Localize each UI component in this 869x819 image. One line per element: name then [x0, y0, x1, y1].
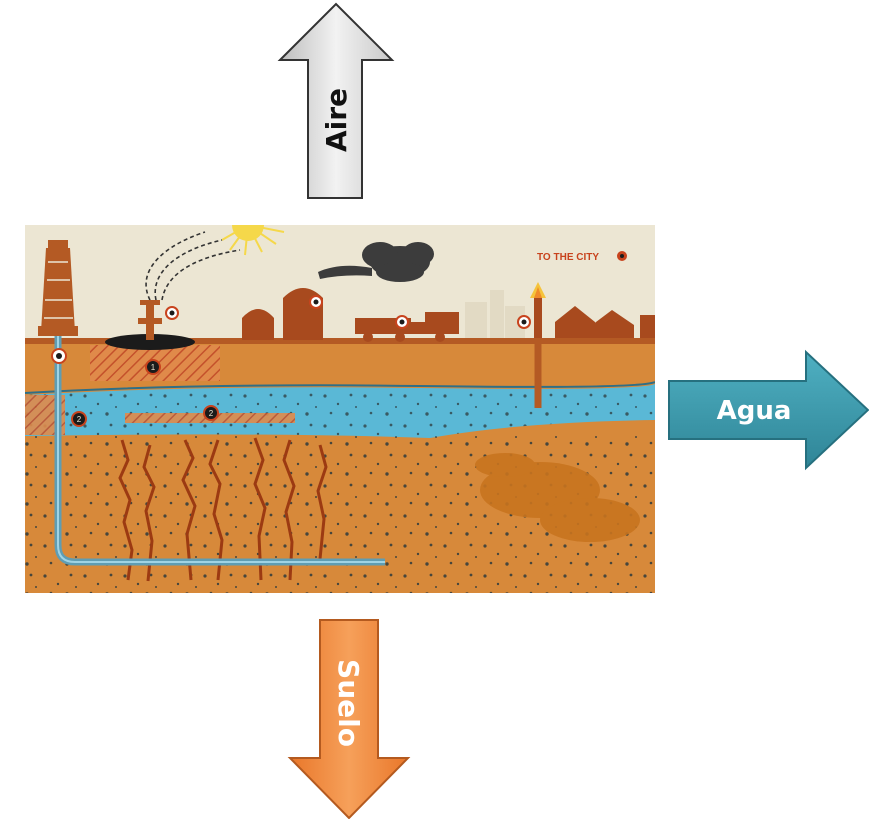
marker [51, 348, 67, 364]
marker [395, 315, 409, 329]
soil-arrow: Suelo [287, 619, 411, 819]
fracking-illustration: TO THE CITY 1 2 2 [25, 225, 655, 593]
water-arrow-label: Agua [717, 396, 792, 426]
marker [517, 315, 531, 329]
numbered-marker: 2 [71, 411, 87, 427]
site-markers [51, 295, 531, 364]
distant-buildings [465, 290, 525, 338]
numbered-marker: 1 [145, 359, 161, 375]
numbered-marker: 2 [203, 405, 219, 421]
marker [309, 295, 323, 309]
fractures [118, 437, 328, 582]
sun-icon [221, 225, 285, 256]
water-arrow: Agua [668, 349, 869, 471]
city-sign: TO THE CITY [537, 252, 599, 263]
sky [25, 225, 655, 345]
gas-vapor-lines [145, 231, 241, 301]
air-arrow-label: Aire [320, 88, 353, 152]
gas-flare [530, 282, 546, 338]
houses [555, 306, 655, 338]
svg-text:1: 1 [151, 363, 156, 372]
air-arrow: Aire [277, 2, 395, 199]
aquifer-top-border [25, 381, 655, 394]
drilling-rig [38, 240, 78, 336]
smoke-cloud [318, 242, 434, 282]
numbered-markers: 1 2 2 [71, 359, 219, 427]
wellhead [105, 300, 195, 350]
svg-text:2: 2 [209, 409, 214, 418]
soil-arrow-label: Suelo [332, 659, 365, 747]
ground-surface-line [25, 338, 655, 344]
rust-stain [475, 453, 640, 542]
marker [165, 306, 179, 320]
svg-text:2: 2 [77, 415, 82, 424]
